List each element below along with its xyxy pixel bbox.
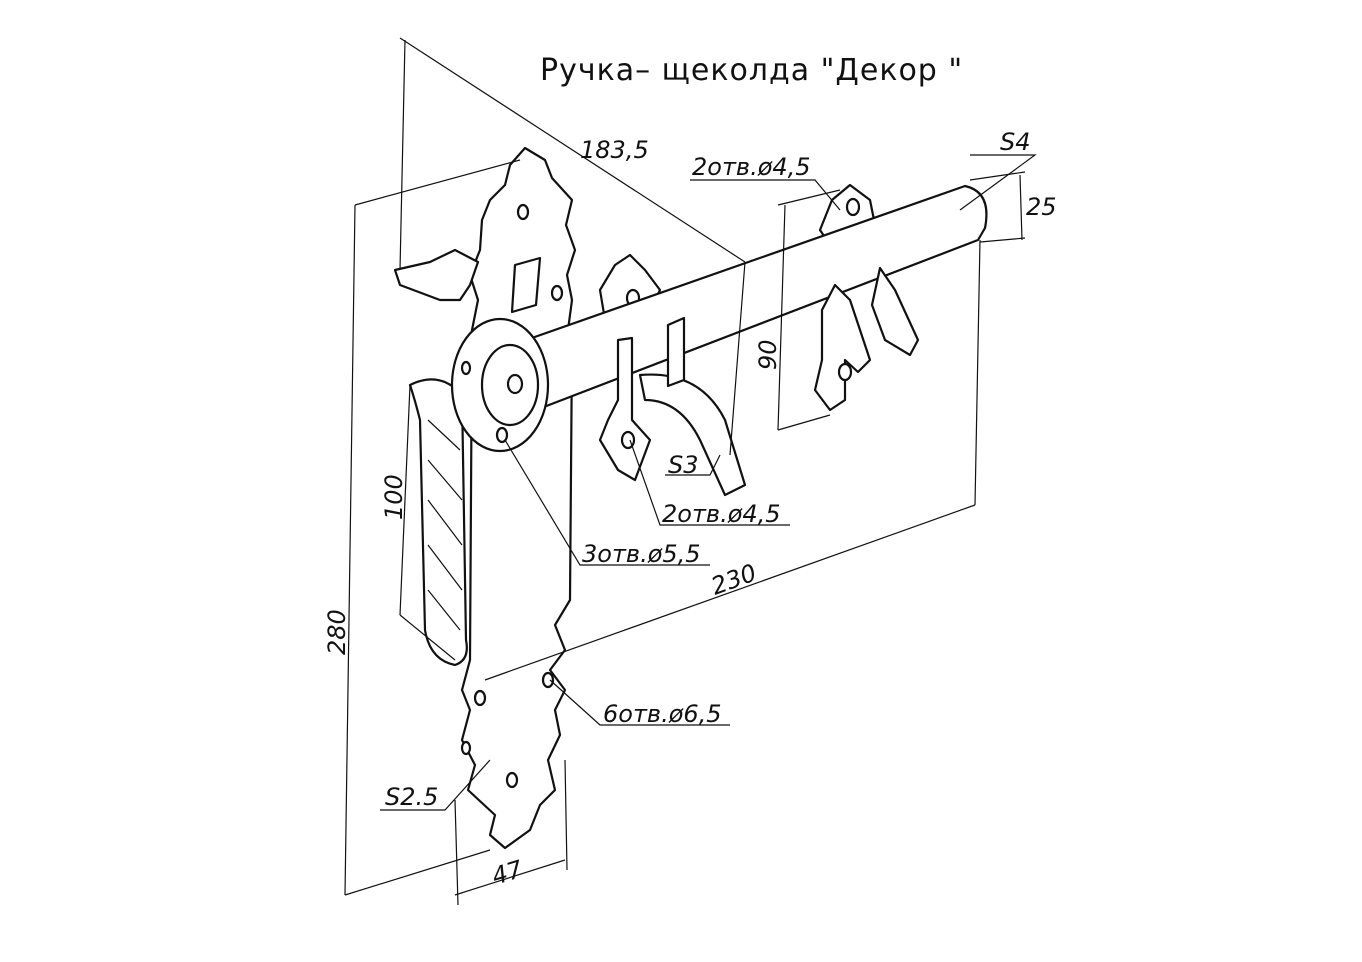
leader-lines [380, 154, 1037, 811]
dim-230: 230 [707, 559, 760, 601]
callout-rosette-holes: 3отв.ø5,5 [582, 540, 701, 568]
callout-keeper-left-holes: 2отв.ø4,5 [662, 500, 781, 528]
callout-bar-thickness: S4 [1000, 128, 1031, 156]
stop-plate [870, 266, 920, 357]
plate-slot [510, 256, 542, 314]
dim-25: 25 [1026, 193, 1057, 221]
dimension-lines [344, 37, 1026, 906]
dim-183-5: 183,5 [580, 136, 649, 164]
twisted-handle [408, 378, 468, 667]
callout-keeper-top-holes: 2отв.ø4,5 [692, 153, 811, 181]
back-plate [460, 146, 577, 850]
plate-holes [460, 203, 564, 789]
dim-90: 90 [754, 339, 782, 370]
handle-twist [427, 419, 463, 631]
callout-hook-thickness: S3 [668, 451, 699, 479]
catch-left [598, 336, 652, 482]
callout-plate-thickness: S2.5 [385, 783, 438, 811]
dim-100: 100 [380, 474, 408, 520]
dim-280: 280 [323, 609, 351, 655]
callout-plate-holes: 6отв.ø6,5 [603, 700, 722, 728]
catch-right [813, 283, 872, 412]
drawing-title: Ручка– щеколда "Декор " [540, 53, 963, 88]
dim-47: 47 [489, 855, 527, 891]
pivot-hole [506, 373, 524, 395]
thumb-lever [393, 248, 480, 302]
